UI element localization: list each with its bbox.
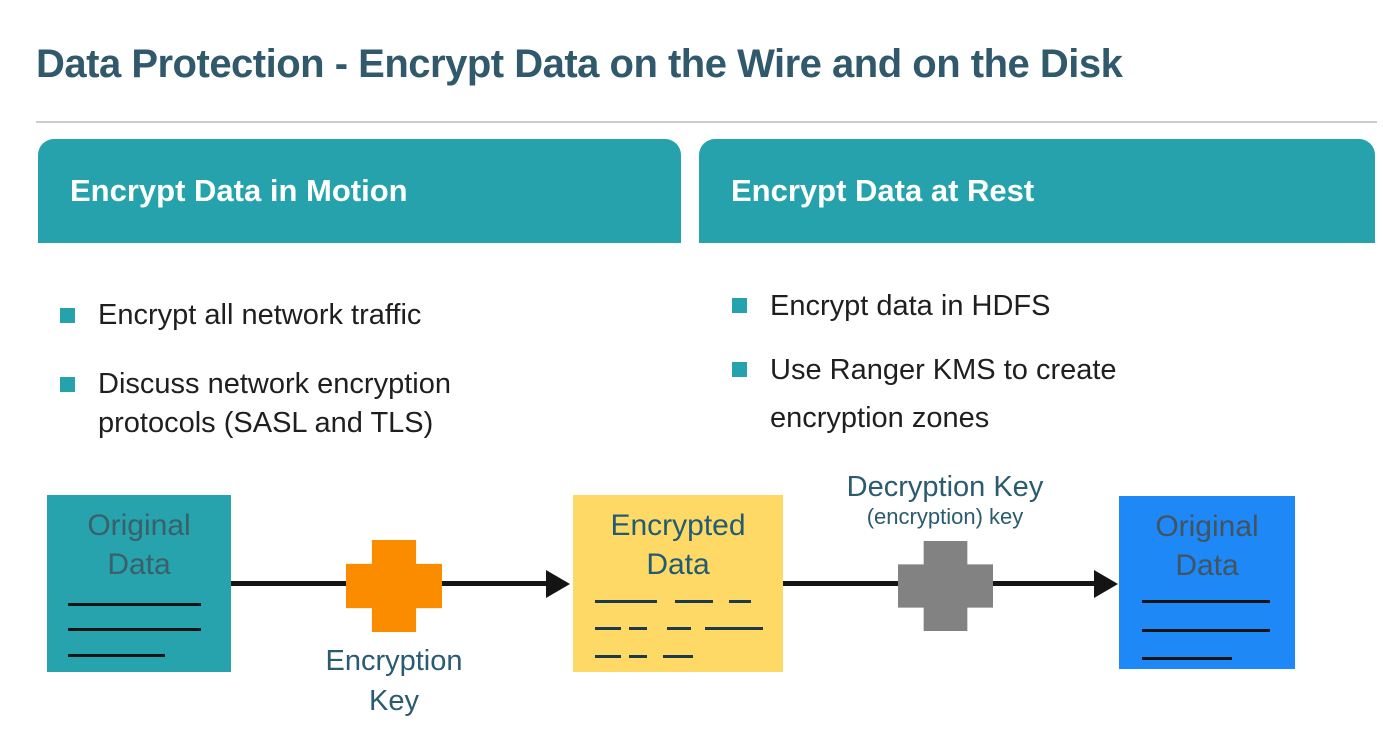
bullet-list-at-rest: Encrypt data in HDFS Use Ranger KMS to c… (732, 282, 1212, 458)
original-data-box-teal: Original Data (47, 495, 231, 672)
header-encrypt-data-in-motion: Encrypt Data in Motion (38, 139, 681, 243)
scrambled-text-line (595, 600, 751, 603)
square-bullet-icon (732, 362, 747, 377)
document-line (1142, 600, 1270, 603)
bullet-text: Encrypt data in HDFS (770, 290, 1051, 322)
document-line (68, 628, 201, 631)
document-line (1142, 629, 1270, 632)
header-encrypt-data-at-rest: Encrypt Data at Rest (699, 139, 1375, 243)
square-bullet-icon (732, 298, 747, 313)
decryption-key-cross-icon (898, 541, 993, 631)
decryption-key-label: Decryption Key (846, 471, 1044, 503)
list-item: Encrypt all network traffic (60, 296, 570, 335)
bullet-text: Encrypt all network traffic (98, 299, 422, 331)
encrypt-arrow-head (546, 570, 570, 598)
square-bullet-icon (60, 308, 75, 323)
decryption-key-label-group: Decryption Key (encryption) key (795, 471, 1095, 531)
document-line (68, 603, 201, 606)
decrypt-arrow-head (1094, 570, 1118, 598)
bullet-text: Discuss network encryption protocols (SA… (98, 368, 451, 439)
box-label: Original Data (1155, 510, 1259, 582)
encryption-key-cross-icon (346, 540, 442, 632)
bullet-list-in-motion: Encrypt all network traffic Discuss netw… (60, 296, 570, 473)
document-line (1142, 657, 1232, 660)
scrambled-text-line (595, 627, 763, 630)
square-bullet-icon (60, 377, 75, 392)
box-label: Encrypted Data (610, 509, 746, 581)
box-label: Original Data (87, 509, 191, 581)
header-label: Encrypt Data in Motion (70, 173, 408, 208)
list-item: Discuss network encryption protocols (SA… (60, 365, 570, 443)
list-item: Encrypt data in HDFS (732, 282, 1212, 330)
list-item: Use Ranger KMS to create encryption zone… (732, 346, 1212, 442)
header-label: Encrypt Data at Rest (731, 173, 1035, 208)
decryption-key-sublabel: (encryption) key (866, 504, 1024, 529)
title-divider (36, 121, 1377, 123)
document-line (68, 654, 165, 657)
original-data-box-blue: Original Data (1119, 496, 1295, 669)
page-title: Data Protection - Encrypt Data on the Wi… (36, 42, 1123, 86)
bullet-text: Use Ranger KMS to create encryption zone… (770, 354, 1117, 434)
scrambled-text-line (595, 655, 693, 658)
encrypted-data-box-yellow: Encrypted Data (573, 495, 783, 672)
encryption-key-label: Encryption Key (325, 645, 463, 717)
